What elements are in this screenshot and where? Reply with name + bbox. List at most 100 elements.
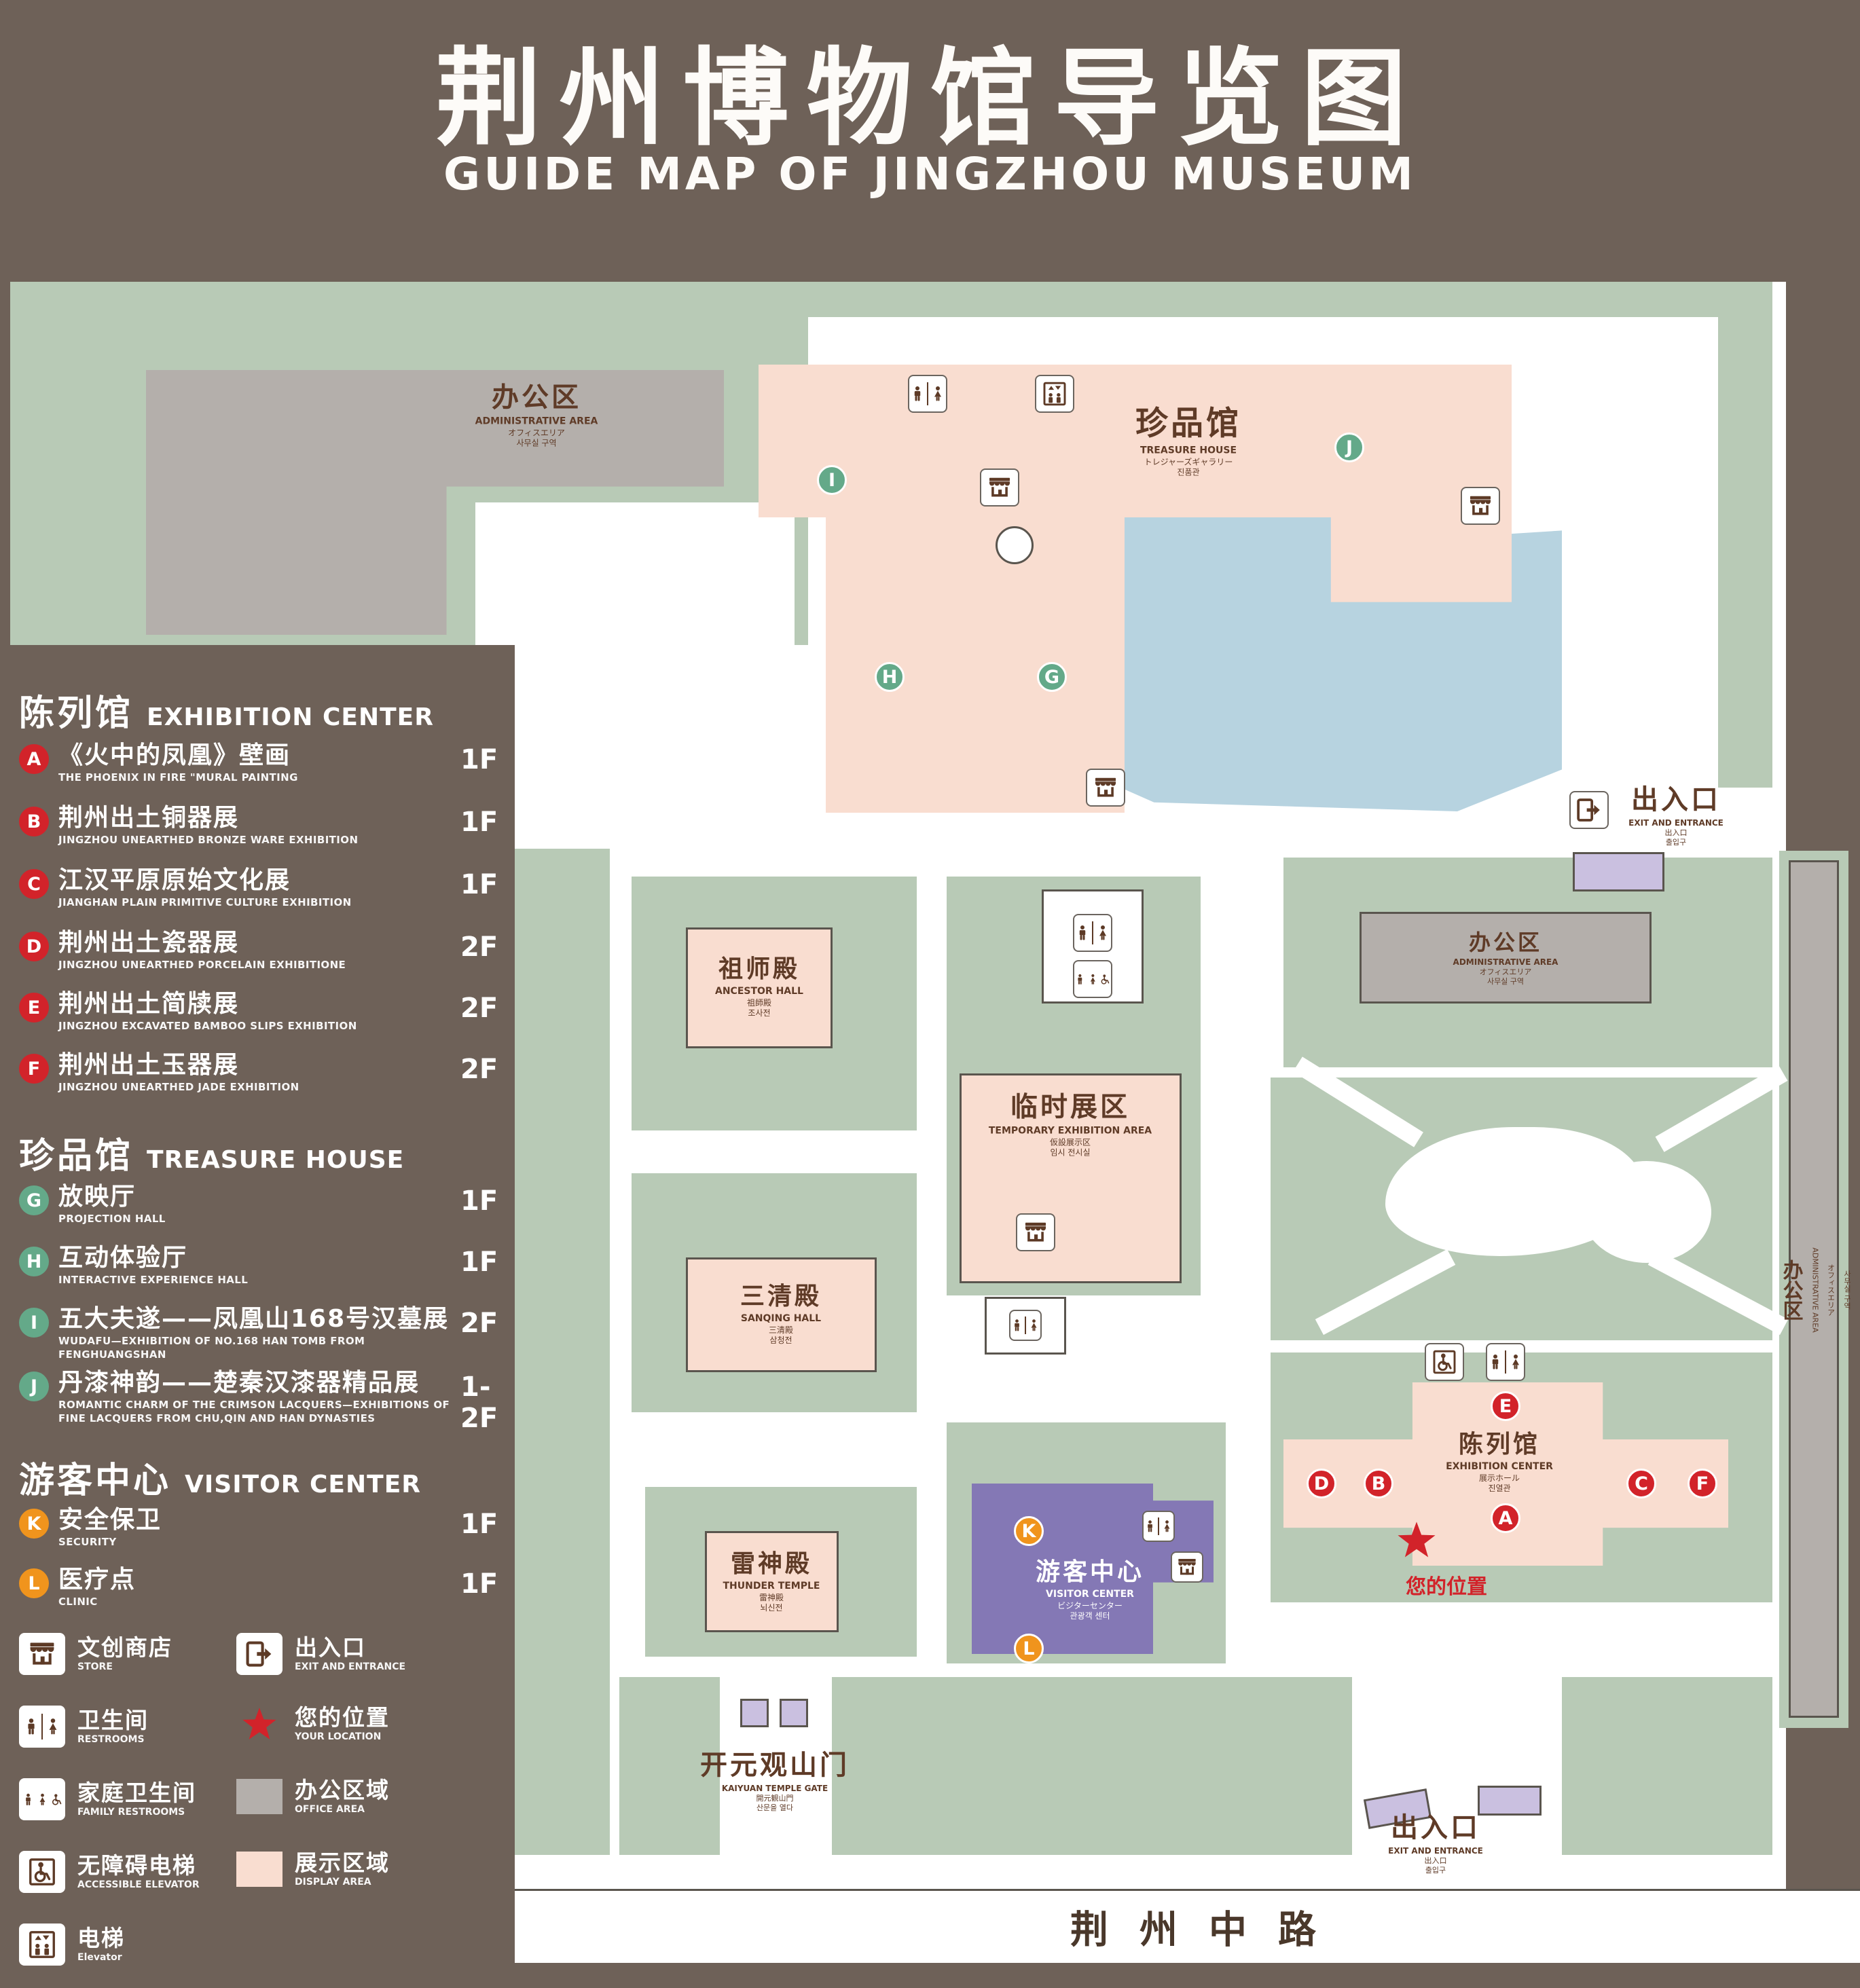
legend-symbol-family-restrooms: 家庭卫生间 FAMILY RESTROOMS bbox=[19, 1778, 196, 1820]
store-icon bbox=[1461, 487, 1500, 525]
legend-symbol-display-area: 展示区域 DISPLAY AREA bbox=[236, 1850, 390, 1888]
legend-symbol-elevator: 电梯 Elevator bbox=[19, 1923, 125, 1966]
store-icon bbox=[980, 468, 1019, 507]
legend-marker-a: A bbox=[19, 744, 49, 774]
legend-item-k: K 安全保卫 SECURITY 1F bbox=[19, 1506, 522, 1549]
legend-symbol-accessible-elevator: 无障碍电梯 ACCESSIBLE ELEVATOR bbox=[19, 1851, 200, 1893]
legend-item-h: H 互动体验厅 INTERACTIVE EXPERIENCE HALL 1F bbox=[19, 1244, 522, 1287]
legend-marker-d: D bbox=[19, 932, 49, 961]
gate-pillar-west bbox=[740, 1699, 769, 1727]
legend-marker-i: I bbox=[19, 1308, 49, 1338]
map-marker-k: K bbox=[1014, 1516, 1044, 1546]
building-thunder-temple bbox=[705, 1531, 839, 1632]
legend-panel: 陈列馆 EXHIBITION CENTER A 《火中的凤凰》壁画 THE PH… bbox=[19, 665, 522, 1988]
legend-item-l: L 医疗点 CLINIC 1F bbox=[19, 1566, 522, 1609]
map-marker-g: G bbox=[1037, 662, 1067, 692]
label-ancestor-hall: 祖师殿 ANCESTOR HALL 祖師殿 조사전 bbox=[715, 955, 803, 1018]
label-exit-northeast: 出入口 EXIT AND ENTRANCE 出入口 출입구 bbox=[1628, 784, 1724, 847]
legend-marker-g: G bbox=[19, 1185, 49, 1215]
legend-marker-c: C bbox=[19, 869, 49, 899]
area-green-right-column bbox=[1718, 282, 1772, 788]
label-sanqing-hall: 三清殿 SANQING HALL 三清殿 삼청전 bbox=[740, 1282, 822, 1345]
legend-marker-e: E bbox=[19, 993, 49, 1023]
display-area-swatch bbox=[236, 1852, 282, 1888]
legend-marker-f: F bbox=[19, 1054, 49, 1084]
building-sanqing-hall bbox=[686, 1257, 877, 1372]
man-icon bbox=[909, 386, 926, 402]
label-thunder-temple: 雷神殿 THUNDER TEMPLE 雷神殿 뇌신전 bbox=[723, 1549, 820, 1613]
accessible-elevator-icon bbox=[19, 1851, 65, 1893]
divider bbox=[927, 382, 928, 405]
family-restrooms-icon bbox=[1073, 960, 1112, 998]
legend-item-e: E 荆州出土简牍展 JINGZHOU EXCAVATED BAMBOO SLIP… bbox=[19, 990, 522, 1033]
area-green-bottom-band-3 bbox=[1271, 1677, 1352, 1855]
map-marker-c: C bbox=[1626, 1469, 1656, 1498]
road-label: 荆州中路 bbox=[1070, 1908, 1347, 1953]
label-admin-northwest: 办公区 ADMINISTRATIVE AREA オフィスエリア 사무실 구역 bbox=[475, 382, 598, 447]
label-kaiyuan-gate: 开元观山门 KAIYUAN TEMPLE GATE 開元観山門 산문을 열다 bbox=[700, 1749, 850, 1812]
legend-section-visitor-center: 游客中心 VISITOR CENTER bbox=[19, 1460, 422, 1501]
location-star-icon bbox=[236, 1706, 282, 1742]
legend-item-j: J 丹漆神韵——楚秦汉漆器精品展 ROMANTIC CHARM OF THE C… bbox=[19, 1369, 522, 1434]
area-green-bottom-band-4 bbox=[1562, 1677, 1772, 1855]
restrooms-icon bbox=[1009, 1310, 1042, 1341]
label-exit-south: 出入口 EXIT AND ENTRANCE 出入口 출입구 bbox=[1388, 1811, 1483, 1875]
label-treasure-house: 珍品馆 TREASURE HOUSE トレジャーズギャラリー 진품관 bbox=[1135, 404, 1242, 477]
exit-icon bbox=[1569, 791, 1609, 829]
legend-item-i: I 五大夫遂——凤凰山168号汉墓展 WUDAFU—EXHIBITION OF … bbox=[19, 1305, 522, 1361]
garden-pond-path-2 bbox=[1582, 1161, 1711, 1263]
legend-marker-b: B bbox=[19, 807, 49, 836]
legend-item-c: C 江汉平原原始文化展 JIANGHAN PLAIN PRIMITIVE CUL… bbox=[19, 866, 522, 910]
restrooms-icon bbox=[1142, 1511, 1175, 1542]
map-marker-f: F bbox=[1688, 1469, 1717, 1498]
store-icon bbox=[19, 1633, 65, 1675]
label-temporary-exhibition: 临时展区 TEMPORARY EXHIBITION AREA 仮設展示区 임시 … bbox=[988, 1091, 1152, 1157]
legend-symbol-exit: 出入口 EXIT AND ENTRANCE bbox=[236, 1633, 405, 1675]
building-admin-east bbox=[1360, 912, 1652, 1004]
area-green-top-strip bbox=[808, 282, 1772, 317]
legend-item-a: A 《火中的凤凰》壁画 THE PHOENIX IN FIRE "MURAL P… bbox=[19, 741, 522, 785]
map-marker-e: E bbox=[1491, 1391, 1520, 1421]
legend-item-f: F 荆州出土玉器展 JINGZHOU UNEARTHED JADE EXHIBI… bbox=[19, 1051, 522, 1094]
store-icon bbox=[1171, 1551, 1203, 1583]
label-admin-east: 办公区 ADMINISTRATIVE AREA オフィスエリア 사무실 구역 bbox=[1453, 929, 1558, 986]
map-marker-j: J bbox=[1334, 432, 1364, 462]
store-icon bbox=[1086, 769, 1125, 807]
building-entrance-south-2 bbox=[1478, 1786, 1542, 1816]
legend-symbol-store: 文创商店 STORE bbox=[19, 1633, 172, 1675]
exit-icon bbox=[236, 1633, 282, 1675]
your-location-star-icon bbox=[1397, 1520, 1436, 1560]
restrooms-icon bbox=[908, 375, 947, 413]
store-icon bbox=[1016, 1213, 1055, 1251]
building-entrance-northeast bbox=[1573, 852, 1664, 891]
legend-marker-l: L bbox=[19, 1568, 49, 1598]
elevator-icon bbox=[1035, 375, 1074, 413]
building-temporary-exhibition bbox=[960, 1073, 1182, 1283]
label-visitor-center: 游客中心 VISITOR CENTER ビジターセンター 관광객 센터 bbox=[1035, 1558, 1145, 1621]
family-restrooms-icon bbox=[19, 1778, 65, 1820]
restrooms-icon bbox=[1073, 914, 1112, 952]
page-title: 荆州博物馆导览图 bbox=[435, 37, 1425, 160]
your-location-label: 您的位置 bbox=[1406, 1575, 1487, 1599]
area-green-bottom-band-1 bbox=[619, 1677, 720, 1855]
map-marker-h: H bbox=[875, 662, 905, 692]
map-marker-a: A bbox=[1491, 1503, 1520, 1533]
area-green-left-column bbox=[515, 849, 610, 1855]
legend-marker-j: J bbox=[19, 1372, 49, 1401]
courtyard-northwest bbox=[475, 502, 795, 645]
legend-marker-k: K bbox=[19, 1509, 49, 1539]
road-jingzhou-middle bbox=[515, 1889, 1860, 1963]
legend-section-exhibition-center: 陈列馆 EXHIBITION CENTER bbox=[19, 693, 434, 734]
accessible-elevator-icon bbox=[1425, 1343, 1464, 1381]
building-admin-far-east bbox=[1789, 860, 1839, 1718]
office-area-swatch bbox=[236, 1779, 282, 1815]
map-marker-d: D bbox=[1307, 1469, 1336, 1498]
legend-item-d: D 荆州出土瓷器展 JINGZHOU UNEARTHED PORCELAIN E… bbox=[19, 929, 522, 972]
legend-symbol-restrooms: 卫生间 RESTROOMS bbox=[19, 1706, 149, 1748]
legend-item-g: G 放映厅 PROJECTION HALL 1F bbox=[19, 1183, 522, 1226]
building-ancestor-hall bbox=[686, 927, 833, 1048]
page-subtitle: GUIDE MAP OF JINGZHOU MUSEUM bbox=[443, 148, 1417, 200]
legend-item-b: B 荆州出土铜器展 JINGZHOU UNEARTHED BRONZE WARE… bbox=[19, 804, 522, 847]
legend-marker-h: H bbox=[19, 1247, 49, 1276]
map-marker-l: L bbox=[1014, 1634, 1044, 1663]
